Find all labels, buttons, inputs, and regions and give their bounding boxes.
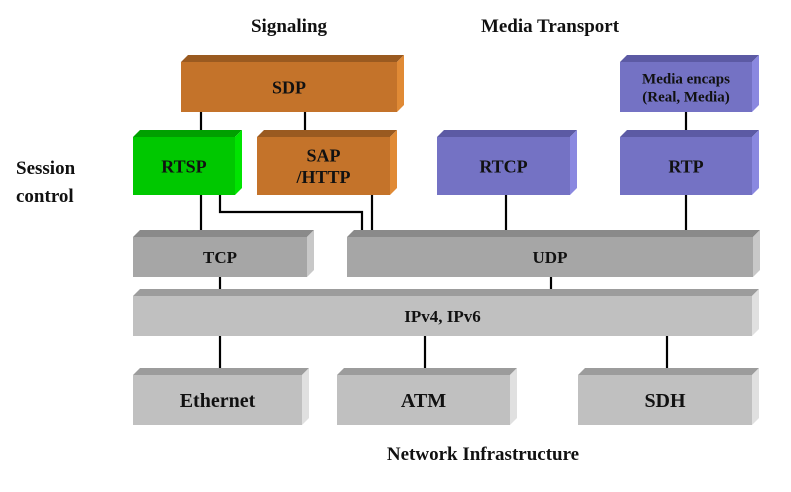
box-top-face <box>133 289 759 296</box>
box-tcp: TCP <box>133 230 314 277</box>
box-label: RTCP <box>479 156 527 176</box>
heading-media-transport: Media Transport <box>481 16 620 37</box>
box-side-face <box>570 130 577 195</box>
box-label: IPv4, IPv6 <box>404 307 481 326</box>
heading-signaling: Signaling <box>251 16 328 37</box>
box-label: TCP <box>203 248 237 267</box>
box-sdh: SDH <box>578 368 759 425</box>
box-side-face <box>752 368 759 425</box>
box-media-encaps: Media encaps (Real, Media) <box>620 55 759 112</box>
box-top-face <box>347 230 760 237</box>
heading-session-control-line2: control <box>16 186 74 207</box>
box-atm: ATM <box>337 368 517 425</box>
box-rtsp: RTSP <box>133 130 242 195</box>
box-label: SAP <box>306 146 340 166</box>
box-top-face <box>620 130 759 137</box>
box-front-face <box>181 62 397 112</box>
box-side-face <box>752 55 759 112</box>
box-ethernet: Ethernet <box>133 368 309 425</box>
box-udp: UDP <box>347 230 760 277</box>
box-top-face <box>337 368 517 375</box>
box-label: UDP <box>533 248 568 267</box>
box-top-face <box>133 230 314 237</box>
box-top-face <box>620 55 759 62</box>
boxes: SDP Media encaps (Real, Media) RTSP SAP/HTTP… <box>133 55 760 425</box>
box-front-face <box>133 137 235 195</box>
box-front-face <box>620 137 752 195</box>
box-label: RTSP <box>161 156 206 176</box>
box-front-face <box>133 296 752 336</box>
box-sap-http: SAP/HTTP <box>257 130 397 195</box>
box-label: /HTTP <box>295 167 350 187</box>
box-side-face <box>510 368 517 425</box>
box-label: SDP <box>272 77 306 97</box>
box-label: SDH <box>644 390 686 412</box>
box-side-face <box>753 230 760 277</box>
box-label: Media encaps <box>642 71 730 87</box>
box-label: (Real, Media) <box>642 89 729 105</box>
box-top-face <box>133 130 242 137</box>
box-front-face <box>437 137 570 195</box>
box-front-face <box>620 62 752 112</box>
connectors <box>199 112 688 368</box>
box-top-face <box>257 130 397 137</box>
box-side-face <box>235 130 242 195</box>
box-label: ATM <box>401 390 446 412</box>
box-top-face <box>133 368 309 375</box>
box-front-face <box>133 375 302 425</box>
connector-rtsp-udp <box>218 195 364 230</box>
box-rtcp: RTCP <box>437 130 577 195</box>
heading-network-infrastructure: Network Infrastructure <box>387 444 579 465</box>
box-sdp: SDP <box>181 55 404 112</box>
box-top-face <box>437 130 577 137</box>
box-label: RTP <box>668 156 703 176</box>
box-top-face <box>181 55 404 62</box>
box-side-face <box>390 130 397 195</box>
box-front-face <box>347 237 753 277</box>
box-side-face <box>752 289 759 336</box>
box-label: Ethernet <box>180 390 256 412</box>
box-front-face <box>133 237 307 277</box>
box-side-face <box>752 130 759 195</box>
box-front-face <box>257 137 390 195</box>
box-side-face <box>307 230 314 277</box>
box-side-face <box>302 368 309 425</box>
box-rtp: RTP <box>620 130 759 195</box>
heading-session-control-line1: Session <box>16 158 76 179</box>
box-ip: IPv4, IPv6 <box>133 289 759 336</box>
box-top-face <box>578 368 759 375</box>
box-front-face <box>337 375 510 425</box>
box-side-face <box>397 55 404 112</box>
box-front-face <box>578 375 752 425</box>
